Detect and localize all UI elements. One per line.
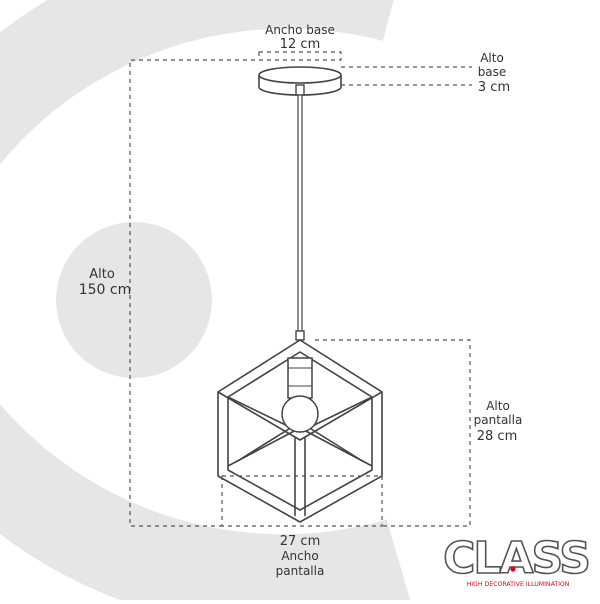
base-height-value: 3 cm — [478, 80, 510, 95]
base-width-label: Ancho base — [265, 23, 335, 37]
shade-width-dim — [221, 475, 383, 527]
watermark-arc-bottom — [0, 403, 412, 604]
base-height-label-2: base — [478, 65, 507, 79]
shade-width-label-1: Ancho — [281, 549, 318, 563]
shade-height-label-1: Alto — [486, 399, 510, 413]
cable-clamp — [295, 330, 305, 341]
watermark-dot — [56, 222, 212, 378]
watermark-arc-top — [0, 0, 394, 165]
total-height-value: 150 cm — [79, 282, 132, 298]
shade-width-label-2: pantalla — [276, 564, 325, 578]
shade-height-value: 28 cm — [477, 429, 518, 444]
ceiling-canopy — [258, 66, 342, 96]
dimension-lines — [129, 51, 472, 527]
total-height-label: Alto — [89, 267, 115, 282]
light-bulb — [281, 395, 319, 433]
logo-tagline: HIGH DECORATIVE ILLUMINATION — [467, 581, 570, 588]
background-watermark — [0, 0, 412, 604]
shade-width-value: 27 cm — [280, 534, 321, 549]
lamp-socket — [287, 357, 313, 399]
logo-accent-dot — [510, 566, 516, 572]
logo-wordmark: CLASS — [443, 533, 589, 584]
cube-lamp-shade — [217, 339, 383, 523]
base-height-label-1: Alto — [480, 51, 504, 65]
class-logo: CLASS HIGH DECORATIVE ILLUMINATION — [442, 532, 591, 588]
dimension-labels: Ancho base 12 cm Alto base 3 cm Alto 150… — [79, 23, 523, 578]
shade-height-label-2: pantalla — [474, 413, 523, 427]
shade-height-dim — [315, 339, 471, 527]
base-width-dim — [258, 51, 342, 61]
canopy-clamp — [295, 84, 305, 96]
suspension-cable — [295, 94, 305, 341]
base-width-value: 12 cm — [280, 37, 321, 52]
